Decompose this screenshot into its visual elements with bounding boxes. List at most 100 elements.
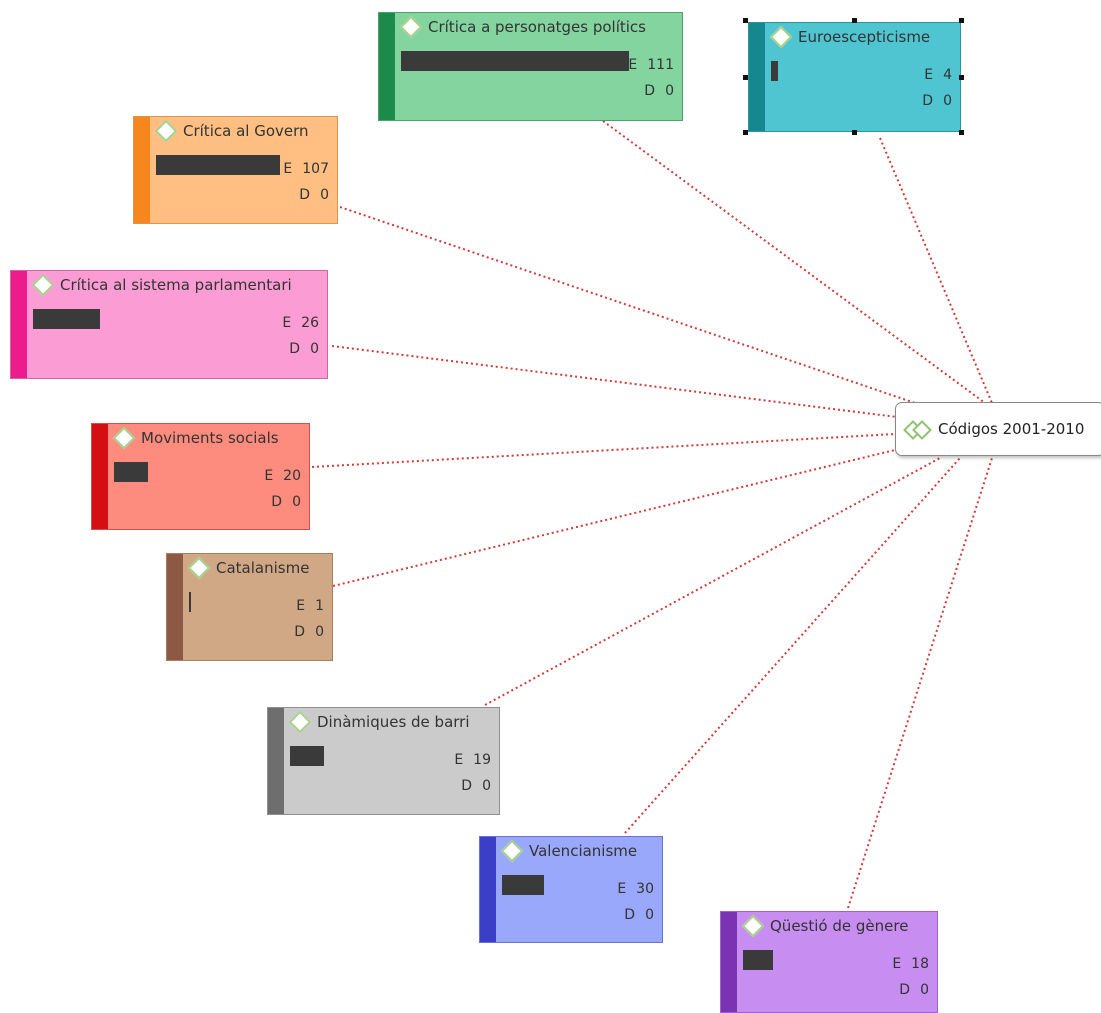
code-label: Valencianisme [529, 842, 638, 860]
color-stripe [167, 554, 183, 660]
link-line-euroescepticisme[interactable] [879, 137, 993, 404]
color-stripe [721, 912, 737, 1012]
density-stat: D 0 [899, 982, 929, 998]
code-diamond-icon [769, 25, 793, 49]
link-line-valencianisme[interactable] [624, 457, 961, 834]
code-node-moviments-socials[interactable]: Moviments socials E 20 D 0 [91, 423, 310, 530]
groundedness-value: 30 [636, 881, 654, 897]
groundedness-value: 4 [943, 67, 952, 83]
groundedness-value: 107 [302, 161, 329, 177]
code-diamond-icon [31, 273, 55, 297]
density-label: D [624, 907, 636, 923]
density-stat: D 0 [922, 93, 952, 109]
resize-handle-bottom-right[interactable] [959, 130, 964, 135]
code-label: Crítica al Govern [183, 122, 309, 140]
code-node-euroescepticisme[interactable]: Euroescepticisme E 4 D 0 [748, 22, 961, 132]
code-node-critica-govern[interactable]: Crítica al Govern E 107 D 0 [133, 116, 338, 224]
density-label: D [899, 982, 911, 998]
frequency-bar [114, 462, 148, 482]
frequency-bar [401, 51, 629, 71]
groundedness-label: E [892, 956, 902, 972]
resize-handle-bottom[interactable] [852, 130, 857, 135]
resize-handle-bottom-left[interactable] [743, 130, 748, 135]
code-label: Catalanisme [216, 559, 310, 577]
link-line-critica-sistema[interactable] [331, 345, 906, 419]
resize-handle-top-right[interactable] [959, 18, 964, 23]
groundedness-label: E [282, 315, 292, 331]
frequency-bar [502, 875, 544, 895]
link-line-critica-personatges[interactable] [602, 120, 986, 404]
groundedness-stat: E 19 [454, 752, 491, 768]
code-label: Crítica al sistema parlamentari [60, 276, 292, 294]
color-stripe [92, 424, 108, 529]
groundedness-value: 20 [283, 468, 301, 484]
groundedness-label: E [628, 57, 638, 73]
groundedness-value: 1 [315, 598, 324, 614]
code-title: Dinàmiques de barri [288, 710, 470, 734]
density-label: D [299, 187, 311, 203]
code-node-questio-genere[interactable]: Qüestió de gènere E 18 D 0 [720, 911, 938, 1013]
resize-handle-right[interactable] [959, 75, 964, 80]
code-diamond-icon [112, 426, 136, 450]
code-title: Crítica al Govern [154, 119, 309, 143]
color-stripe [480, 837, 496, 942]
code-title: Valencianisme [500, 839, 638, 863]
density-value: 0 [665, 83, 674, 99]
code-node-valencianisme[interactable]: Valencianisme E 30 D 0 [479, 836, 663, 943]
groundedness-stat: E 4 [924, 67, 952, 83]
frequency-bar [189, 592, 191, 612]
color-stripe [11, 271, 27, 378]
code-title: Qüestió de gènere [741, 914, 909, 938]
density-stat: D 0 [624, 907, 654, 923]
density-value: 0 [943, 93, 952, 109]
density-value: 0 [310, 341, 319, 357]
groundedness-label: E [454, 752, 464, 768]
groundedness-stat: E 20 [264, 468, 301, 484]
code-diamond-icon [187, 556, 211, 580]
density-label: D [922, 93, 934, 109]
code-node-critica-sistema[interactable]: Crítica al sistema parlamentari E 26 D 0 [10, 270, 328, 379]
groundedness-label: E [264, 468, 274, 484]
groundedness-value: 19 [473, 752, 491, 768]
code-node-dinamiques-barri[interactable]: Dinàmiques de barri E 19 D 0 [267, 707, 500, 815]
code-label: Crítica a personatges polítics [428, 18, 646, 36]
density-label: D [294, 624, 306, 640]
code-group-node[interactable]: Códigos 2001-2010 [895, 402, 1101, 456]
groundedness-value: 18 [911, 956, 929, 972]
link-line-moviments-socials[interactable] [311, 433, 896, 468]
code-node-critica-personatges[interactable]: Crítica a personatges polítics E 111 D 0 [378, 12, 683, 121]
link-line-critica-govern[interactable] [339, 206, 916, 404]
code-node-catalanisme[interactable]: Catalanisme E 1 D 0 [166, 553, 333, 661]
frequency-bar [771, 61, 778, 81]
code-diamond-icon [154, 119, 178, 143]
density-value: 0 [920, 982, 929, 998]
density-stat: D 0 [271, 494, 301, 510]
density-label: D [289, 341, 301, 357]
link-line-questio-genere[interactable] [847, 457, 993, 909]
code-group-icon [903, 420, 932, 440]
color-stripe [268, 708, 284, 814]
code-diamond-icon [288, 710, 312, 734]
code-group-label: Códigos 2001-2010 [938, 420, 1085, 438]
groundedness-stat: E 111 [628, 57, 674, 73]
density-label: D [271, 494, 283, 510]
groundedness-stat: E 26 [282, 315, 319, 331]
link-line-dinamiques-barri[interactable] [484, 457, 941, 706]
resize-handle-left[interactable] [743, 75, 748, 80]
code-diamond-icon [399, 15, 423, 39]
resize-handle-top[interactable] [852, 18, 857, 23]
color-stripe [749, 23, 765, 131]
code-title: Euroescepticisme [769, 25, 930, 49]
density-label: D [461, 778, 473, 794]
color-stripe [134, 117, 150, 223]
link-line-catalanisme[interactable] [332, 449, 896, 587]
code-title: Moviments socials [112, 426, 279, 450]
code-diamond-icon [500, 839, 524, 863]
density-label: D [644, 83, 656, 99]
density-value: 0 [645, 907, 654, 923]
code-label: Qüestió de gènere [770, 917, 909, 935]
resize-handle-top-left[interactable] [743, 18, 748, 23]
groundedness-label: E [283, 161, 293, 177]
